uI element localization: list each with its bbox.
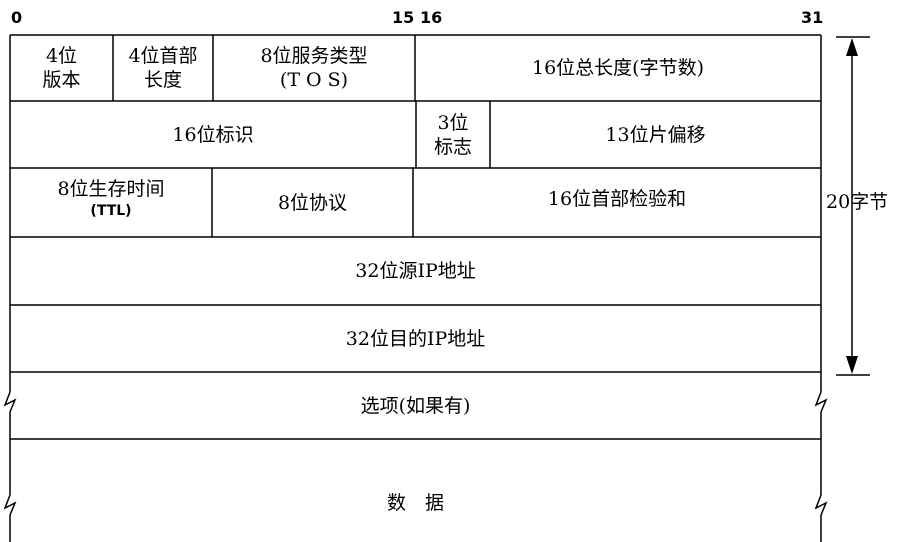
field-source-ip: 32位源IP地址 [355,260,476,282]
break-mark-left-bottom [3,494,17,516]
field-flags-line2: 标志 [433,135,472,158]
field-identification: 16位标识 [172,123,254,146]
field-version: 4位 版本 [11,36,112,100]
bit-label-31: 31 [801,8,824,27]
field-flags: 3位 标志 [417,102,489,167]
field-fragment-offset: 13位片偏移 [605,123,706,146]
field-total-length: 16位总长度(字节数) [531,57,704,79]
field-tos-line2: (T O S) [279,69,349,91]
break-mark-left-top [3,391,17,413]
field-tos-line1: 8位服务类型 [260,45,368,67]
field-ttl-line1: 8位生存时间 [57,178,165,200]
break-mark-right-bottom [814,494,828,516]
field-dividers [112,35,491,237]
field-header-length: 4位首部 长度 [114,36,212,100]
size-arrow-line [836,36,870,376]
field-ttl: 8位生存时间 (TTL) [11,169,211,229]
field-tos: 8位服务类型 (T O S) [214,36,414,100]
field-flags-line1: 3位 [437,111,469,134]
size-arrow-head-up [846,38,858,56]
break-mark-right-top [814,391,828,413]
field-data: 数 据 [386,492,444,514]
bit-label-15: 15 [392,8,415,27]
field-checksum: 16位首部检验和 [547,188,687,210]
field-dest-ip: 32位目的IP地址 [345,327,486,350]
field-protocol: 8位协议 [277,192,348,214]
field-version-line1: 4位 [45,45,78,67]
bit-label-16: 16 [420,8,443,27]
size-arrow-head-down [846,356,858,374]
bit-label-0: 0 [11,8,23,27]
field-options: 选项(如果有) [360,394,471,417]
header-size-label: 20字节 [826,191,889,213]
field-ttl-line2: (TTL) [90,203,132,219]
field-header-length-line2: 长度 [143,69,182,91]
field-header-length-line1: 4位首部 [128,45,198,67]
field-version-line2: 版本 [42,69,81,91]
